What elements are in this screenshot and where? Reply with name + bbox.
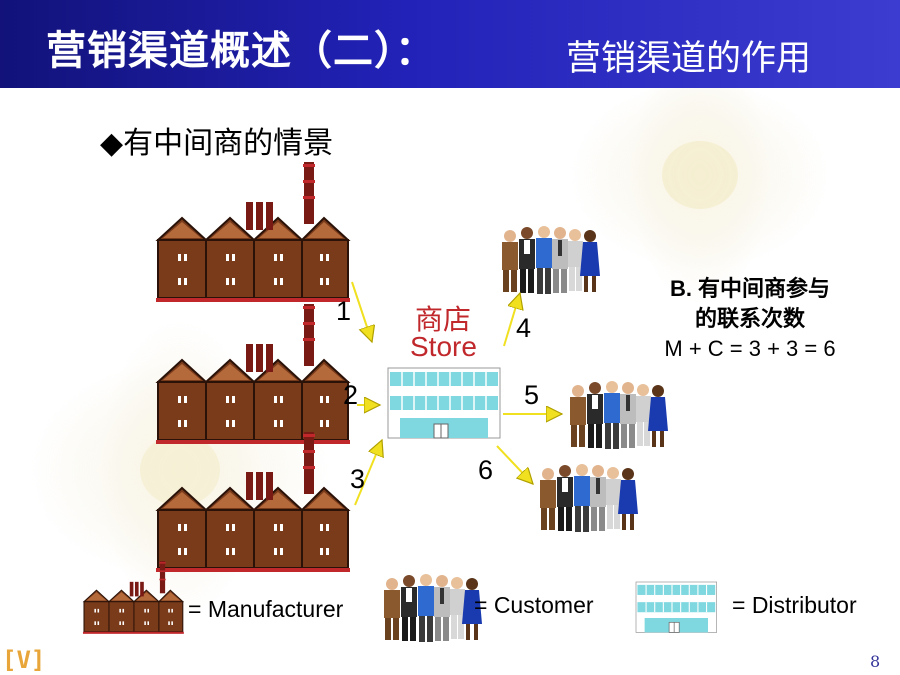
arrow-label-5: 5 [524,380,540,410]
arrow-label-4: 4 [516,313,532,343]
legend-manufacturer-label: = Manufacturer [188,596,344,622]
flower-top-right [570,45,830,305]
slide-subtitle: 营销渠道的作用 [566,39,812,79]
page-number: 8 [870,652,881,671]
logo: [V] [2,646,46,674]
arrow-3 [354,440,382,506]
arrow-label-3: 3 [350,464,366,494]
store-building [387,367,501,439]
note-line-2: 的联系次数 [694,306,805,331]
slide-title: 营销渠道概述（二）： [46,28,436,74]
arrow-label-6: 6 [478,455,494,485]
arrow-label-1: 1 [336,296,352,326]
section-heading: ◆有中间商的情景 [100,126,334,161]
legend-customer-label: = Customer [474,592,594,618]
customer-group-2 [570,381,668,449]
arrow-label-2: 2 [343,380,359,410]
contact-count-note: B. 有中间商参与 的联系次数 M + C = 3 + 3 = 6 [640,274,860,364]
store-label-cn: 商店 [415,303,472,336]
manufacturer-1 [155,161,351,303]
customer-group-3 [540,464,638,532]
legend-distributor-icon [635,581,718,633]
legend-customer-icon [384,574,482,642]
title-bar: 营销渠道概述（二）： 营销渠道的作用 [0,0,900,88]
arrow-4 [503,293,520,347]
customer-group-1 [502,226,600,294]
arrow-6 [496,445,533,484]
legend-distributor-label: = Distributor [732,592,857,618]
store-label-en: Store [410,331,477,362]
manufacturer-3 [155,431,351,573]
arrow-1 [351,281,372,342]
note-formula: M + C = 3 + 3 = 6 [664,336,836,361]
manufacturer-2 [155,303,351,445]
note-line-1: B. 有中间商参与 [669,276,831,301]
